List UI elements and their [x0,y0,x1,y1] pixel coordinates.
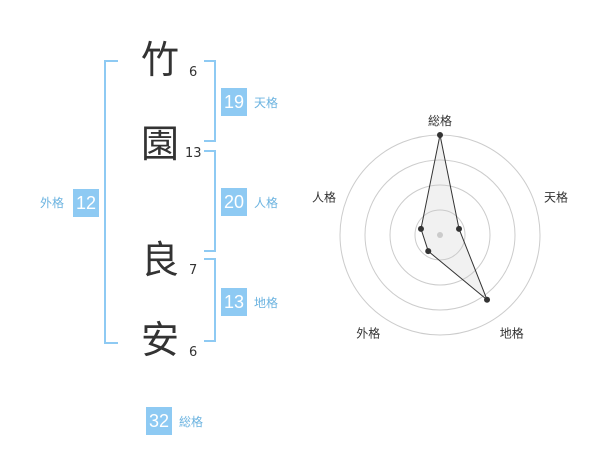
radar-shape [420,134,488,301]
radar-point-3 [484,296,491,303]
tenkaku-label: 天格 [254,96,279,110]
radar-ring [364,159,516,311]
name-char-1: 竹 [140,38,179,82]
name-char-3: 良 [140,238,179,282]
radar-ring [389,184,491,286]
stroke-count-3: 7 [189,263,198,278]
radar-ring [414,209,466,261]
stroke-count-1: 6 [189,65,198,80]
radar-point-5 [417,225,424,232]
radar-axis-label-4: 外格 [356,326,380,341]
gaikaku-bracket [104,60,118,344]
radar-axis-label-3: 地格 [500,326,524,341]
radar-points [417,132,491,303]
tenkaku-value: 19 [221,88,247,116]
radar-polygon [420,134,488,301]
jinkaku-label: 人格 [254,196,279,210]
soukaku-label: 総格 [179,415,204,429]
gaikaku-label: 外格 [40,196,65,210]
jinkaku-value: 20 [221,188,247,216]
radar-center [437,232,443,238]
radar-axis-label-1: 総格 [428,113,452,128]
radar-point-1 [437,132,443,138]
radar-point-4 [425,248,432,255]
gaikaku-value: 12 [73,189,99,217]
soukaku-value: 32 [146,407,172,435]
stroke-count-4: 6 [189,345,198,360]
name-char-2: 園 [140,122,179,166]
chikaku-label: 地格 [254,296,279,310]
tenkaku-bracket [204,60,216,142]
name-char-4: 安 [140,318,179,362]
radar-point-2 [456,225,463,232]
chikaku-bracket [204,258,216,342]
stroke-count-2: 13 [185,146,202,161]
radar-axis-label-2: 天格 [544,189,568,204]
jinkaku-bracket [204,150,216,252]
radar-axis-label-5: 人格 [312,189,336,204]
chikaku-value: 13 [221,288,247,316]
